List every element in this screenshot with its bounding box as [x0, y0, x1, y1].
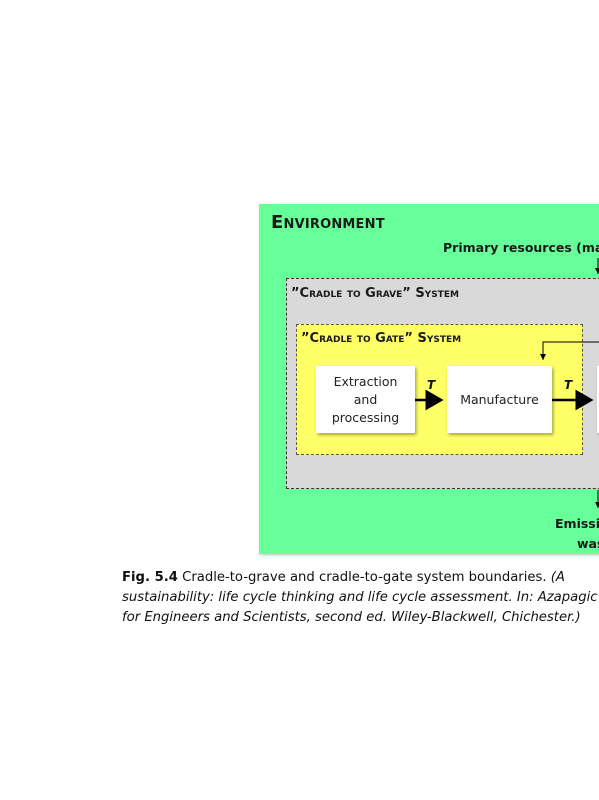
- caption-line-1: Fig. 5.4 Cradle-to-grave and cradle-to-g…: [122, 568, 599, 588]
- transport-label-1: T: [427, 378, 436, 392]
- extraction-line-3: processing: [331, 409, 400, 425]
- emissions-label-line1: Emissio: [555, 516, 599, 531]
- extraction-processing-box: Extraction and processing: [316, 366, 415, 433]
- figure-number: Fig. 5.4: [122, 570, 178, 585]
- caption-text: Cradle-to-grave and cradle-to-gate syste…: [177, 570, 551, 585]
- primary-resources-label: Primary resources (mate: [443, 240, 599, 255]
- manufacture-label: Manufacture: [460, 391, 539, 407]
- next-stage-box-partial: [597, 366, 599, 433]
- extraction-line-1: Extraction: [333, 373, 398, 389]
- figure-caption: Fig. 5.4 Cradle-to-grave and cradle-to-g…: [122, 568, 599, 628]
- extraction-line-2: and: [353, 391, 378, 407]
- emissions-label: Emissio was: [555, 514, 599, 554]
- caption-line-3: for Engineers and Scientists, second ed.…: [122, 610, 581, 625]
- caption-citation-start: (A: [550, 570, 565, 585]
- transport-label-2: T: [564, 378, 573, 392]
- cradle-to-grave-title: ”Cradle to Grave” System: [291, 286, 459, 301]
- environment-title: Environment: [271, 212, 385, 233]
- manufacture-box: Manufacture: [447, 366, 552, 433]
- caption-line-2: sustainability: life cycle thinking and …: [122, 590, 598, 605]
- cradle-to-gate-title: ”Cradle to Gate” System: [301, 331, 462, 346]
- emissions-label-line2: was: [577, 536, 599, 551]
